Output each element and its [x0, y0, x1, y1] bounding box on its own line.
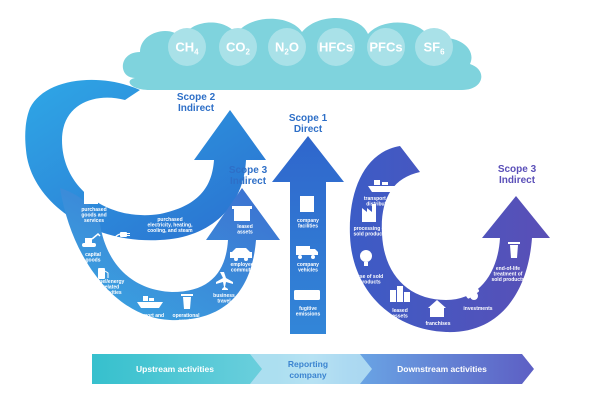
gas-bubble: CO2 [219, 28, 257, 66]
svg-text:Scope 2: Scope 2 [177, 92, 216, 103]
scope2-label: Scope 2 Indirect [177, 92, 216, 114]
excavator-icon [82, 232, 101, 247]
activity-label: franchises [425, 321, 450, 327]
gas-bubble: N2O [268, 28, 306, 66]
ship-icon [137, 296, 163, 308]
trash-bin-icon [181, 294, 193, 309]
svg-text:Scope 3: Scope 3 [229, 165, 268, 176]
gas-bubble: CH4 [168, 28, 206, 66]
gas-bubbles: CH4 CO2 N2O HFCs PFCs SF6 [168, 28, 453, 66]
money-icon [463, 284, 480, 300]
downstream-activities-label: Downstream activities [397, 364, 487, 374]
gas-label: SF6 [423, 40, 445, 57]
lightbulb-icon [360, 250, 372, 266]
activity-label: investments [463, 306, 492, 312]
gas-label: CH4 [175, 40, 199, 57]
scope3-downstream-label: Scope 3 Indirect [498, 164, 537, 186]
air-conditioner-icon [294, 290, 320, 300]
office-building-icon [300, 196, 314, 212]
car-icon [230, 248, 252, 261]
svg-text:Scope 1: Scope 1 [289, 113, 328, 124]
factory-icon [84, 184, 98, 204]
gas-bubble: PFCs [367, 28, 405, 66]
store-icon [428, 300, 446, 317]
scope3-upstream-label: Scope 3 Indirect [229, 165, 268, 187]
dustbin-icon [508, 242, 520, 258]
city-buildings-icon [390, 286, 410, 302]
upstream-activities-label: Upstream activities [136, 364, 214, 374]
processing-factory-icon [362, 204, 376, 222]
svg-text:Indirect: Indirect [230, 176, 267, 187]
gas-label: N2O [275, 40, 299, 57]
svg-text:Indirect: Indirect [499, 175, 536, 186]
cargo-ship-icon [368, 180, 396, 192]
svg-text:Indirect: Indirect [178, 103, 215, 114]
plug-icon [113, 232, 130, 245]
truck-icon [296, 246, 318, 259]
reporting-company-label-1: Reporting [288, 359, 328, 369]
svg-text:Direct: Direct [294, 124, 323, 135]
building-icon [232, 206, 252, 221]
scope1-arrow [272, 136, 344, 334]
airplane-icon [216, 272, 233, 290]
reporting-company-label-2: company [289, 370, 327, 380]
gas-bubble: SF6 [415, 28, 453, 66]
gas-label: CO2 [226, 40, 251, 57]
gas-bubble: HFCs [317, 28, 355, 66]
gas-label: PFCs [369, 40, 402, 55]
fuel-pump-icon [98, 268, 109, 279]
svg-text:Scope 3: Scope 3 [498, 164, 537, 175]
activity-bar: Upstream activities Reporting company Do… [92, 354, 534, 384]
gas-label: HFCs [319, 40, 353, 55]
scope1-label: Scope 1 Direct [289, 113, 328, 135]
scope3-downstream-arrow [349, 146, 550, 333]
